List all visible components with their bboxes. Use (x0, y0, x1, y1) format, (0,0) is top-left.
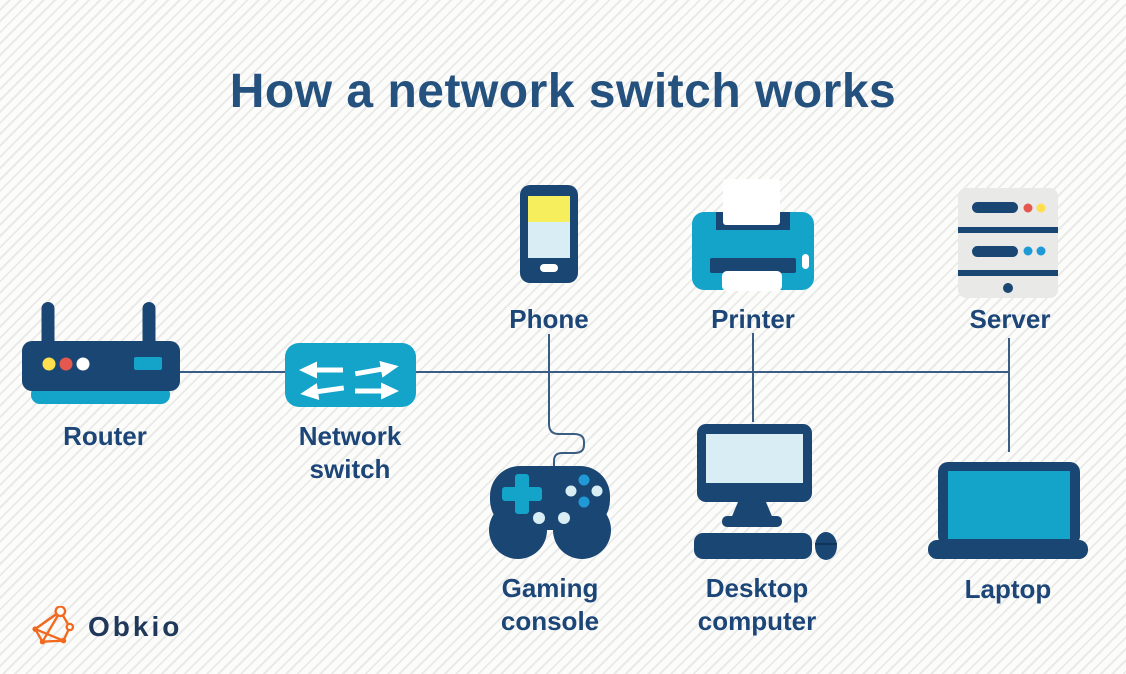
desktop-keyboard (694, 533, 812, 559)
phone-label: Phone (509, 304, 589, 334)
console-button-left (565, 485, 577, 497)
laptop-screen (948, 471, 1070, 539)
gaming-console-label: Gaming console (500, 573, 600, 636)
router-led-yellow (42, 357, 56, 371)
obkio-wordmark: Obkio (88, 611, 183, 642)
router-icon (20, 301, 180, 411)
router-body (22, 341, 180, 391)
logo-node-right (65, 622, 74, 632)
console-body (489, 466, 611, 559)
console-center-button-2 (558, 512, 570, 524)
server-bar-1 (972, 202, 1018, 213)
printer-paper-out (722, 271, 782, 291)
network-switch-label: Network switch (298, 421, 402, 484)
server-divider-2 (958, 270, 1058, 276)
logo-node-top (54, 606, 67, 618)
desktop-mouse (815, 532, 837, 560)
switch-body (285, 343, 416, 407)
phone-icon (520, 185, 578, 288)
gaming-console-icon (488, 466, 612, 567)
logo-node-left (32, 626, 38, 632)
server-dot-bottom (1003, 283, 1013, 293)
desktop-computer-label: Desktop computer (697, 573, 817, 636)
printer-output-slot (710, 258, 796, 273)
router-antenna-right (142, 302, 156, 350)
server-led-blue-1 (1023, 246, 1033, 256)
printer-paper-front (723, 179, 780, 225)
phone-screen-top (528, 196, 570, 222)
server-label: Server (969, 304, 1051, 334)
logo-node-bottom-right (60, 637, 67, 644)
router-label: Router (63, 421, 147, 451)
console-button-right (591, 485, 603, 497)
network-switch-icon (285, 343, 416, 412)
router-led-red (59, 357, 73, 371)
server-led-yellow (1036, 203, 1046, 213)
obkio-logo: Obkio (32, 606, 182, 648)
switch-arrow-right-bottom (355, 382, 399, 400)
router-port (134, 357, 162, 370)
printer-icon (692, 178, 814, 297)
phone-screen-bottom (528, 222, 570, 258)
phone-home-button (540, 264, 558, 272)
printer-label: Printer (711, 304, 795, 334)
laptop-label: Laptop (964, 574, 1052, 604)
logo-node-bottom-left (39, 638, 46, 645)
desktop-mouse-line (815, 543, 837, 545)
printer-side-button (802, 254, 809, 269)
laptop-icon (928, 458, 1088, 565)
phone-console-line (548, 334, 585, 478)
switch-arrow-left-top (299, 361, 343, 379)
obkio-network-icon (32, 606, 74, 645)
server-icon (958, 188, 1058, 303)
switch-arrow-right-top (354, 360, 399, 378)
desktop-screen (706, 434, 803, 483)
switch-arrow-left-bottom (300, 383, 345, 400)
server-divider-1 (958, 227, 1058, 233)
console-button-bottom (578, 496, 590, 508)
page-title: How a network switch works (229, 65, 897, 118)
router-antenna-left (41, 302, 55, 350)
console-button-top (578, 474, 590, 486)
server-led-red (1023, 203, 1033, 213)
router-led-white (76, 357, 90, 371)
console-dpad-vertical (515, 474, 529, 514)
server-led-blue-2 (1036, 246, 1046, 256)
desktop-computer-icon (694, 424, 846, 565)
desktop-stand-base (722, 516, 782, 527)
server-bar-2 (972, 246, 1018, 257)
laptop-base (928, 540, 1088, 559)
console-center-button-1 (533, 512, 545, 524)
